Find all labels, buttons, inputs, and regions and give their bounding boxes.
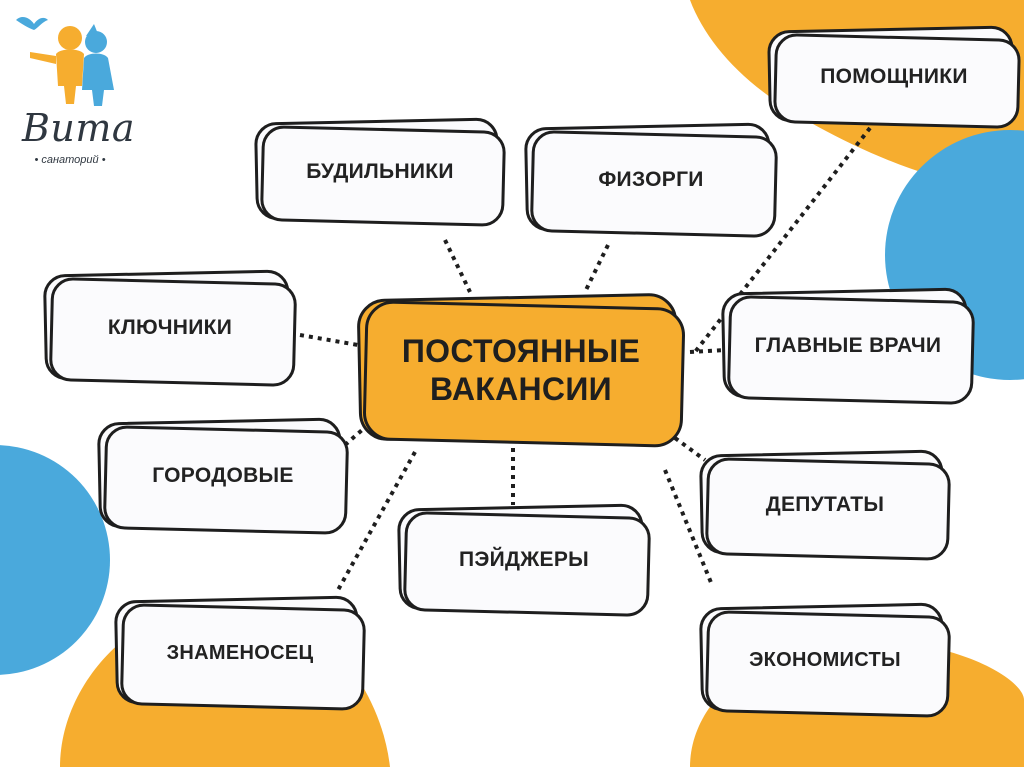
node-znamenosets: ЗНАМЕНОСЕЦ [115,598,365,708]
connector-klyuchniki [300,335,358,345]
node-fizorgi: ФИЗОРГИ [525,125,777,235]
node-znamenosets-label: ЗНАМЕНОСЕЦ [115,598,365,708]
node-glavnye-vrachi: ГЛАВНЫЕ ВРАЧИ [722,290,974,402]
center-title-line2: ВАКАНСИИ [402,370,640,408]
center-title-line1: ПОСТОЯННЫЕ [402,332,640,370]
node-gorodovye-label: ГОРОДОВЫЕ [98,420,348,532]
node-peidzhery: ПЭЙДЖЕРЫ [398,506,650,614]
node-ekonomisty-label: ЭКОНОМИСТЫ [700,605,950,715]
connector-budilniki [445,240,470,292]
node-klyuchniki-label: КЛЮЧНИКИ [44,272,296,384]
node-pomoshchniki-label: ПОМОЩНИКИ [768,28,1020,126]
logo-wordmark: Вита [22,106,135,150]
node-budilniki: БУДИЛЬНИКИ [255,120,505,224]
logo-subtitle: • санаторий • [22,154,118,166]
node-glavnye-vrachi-label: ГЛАВНЫЕ ВРАЧИ [722,290,974,402]
connector-fizorgi [585,245,608,292]
node-deputaty-label: ДЕПУТАТЫ [700,452,950,558]
center-node-permanent-vacancies: ПОСТОЯННЫЕ ВАКАНСИИ [358,296,684,444]
node-gorodovye: ГОРОДОВЫЕ [98,420,348,532]
node-klyuchniki: КЛЮЧНИКИ [44,272,296,384]
node-budilniki-label: БУДИЛЬНИКИ [255,120,505,224]
logo: Вита • санаторий • [8,8,128,168]
children-bird-logo-icon [8,8,128,113]
node-deputaty: ДЕПУТАТЫ [700,452,950,558]
node-ekonomisty: ЭКОНОМИСТЫ [700,605,950,715]
node-pomoshchniki: ПОМОЩНИКИ [768,28,1020,126]
node-peidzhery-label: ПЭЙДЖЕРЫ [398,506,650,614]
node-fizorgi-label: ФИЗОРГИ [525,125,777,235]
